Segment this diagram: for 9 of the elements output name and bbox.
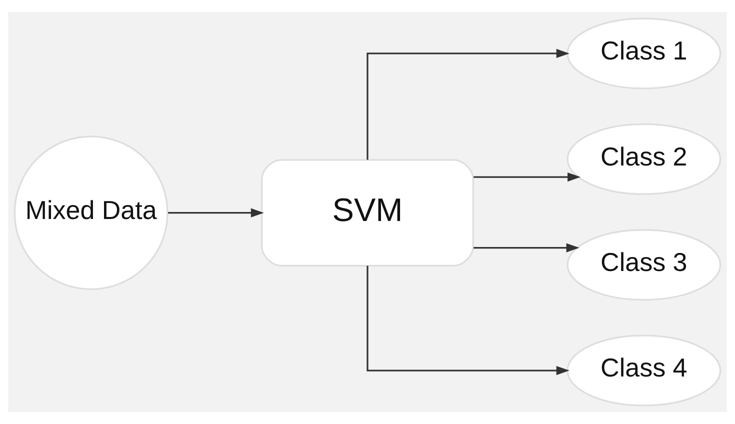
arrow bbox=[366, 48, 570, 160]
node-box: SVM bbox=[261, 159, 474, 266]
node-ellipse: Class 4 bbox=[566, 334, 722, 406]
arrow bbox=[168, 208, 264, 218]
arrow bbox=[474, 172, 581, 182]
node-ellipse: Class 1 bbox=[566, 18, 722, 90]
arrow bbox=[366, 266, 570, 376]
node-circle: Mixed Data bbox=[14, 136, 168, 290]
arrow bbox=[474, 243, 580, 252]
